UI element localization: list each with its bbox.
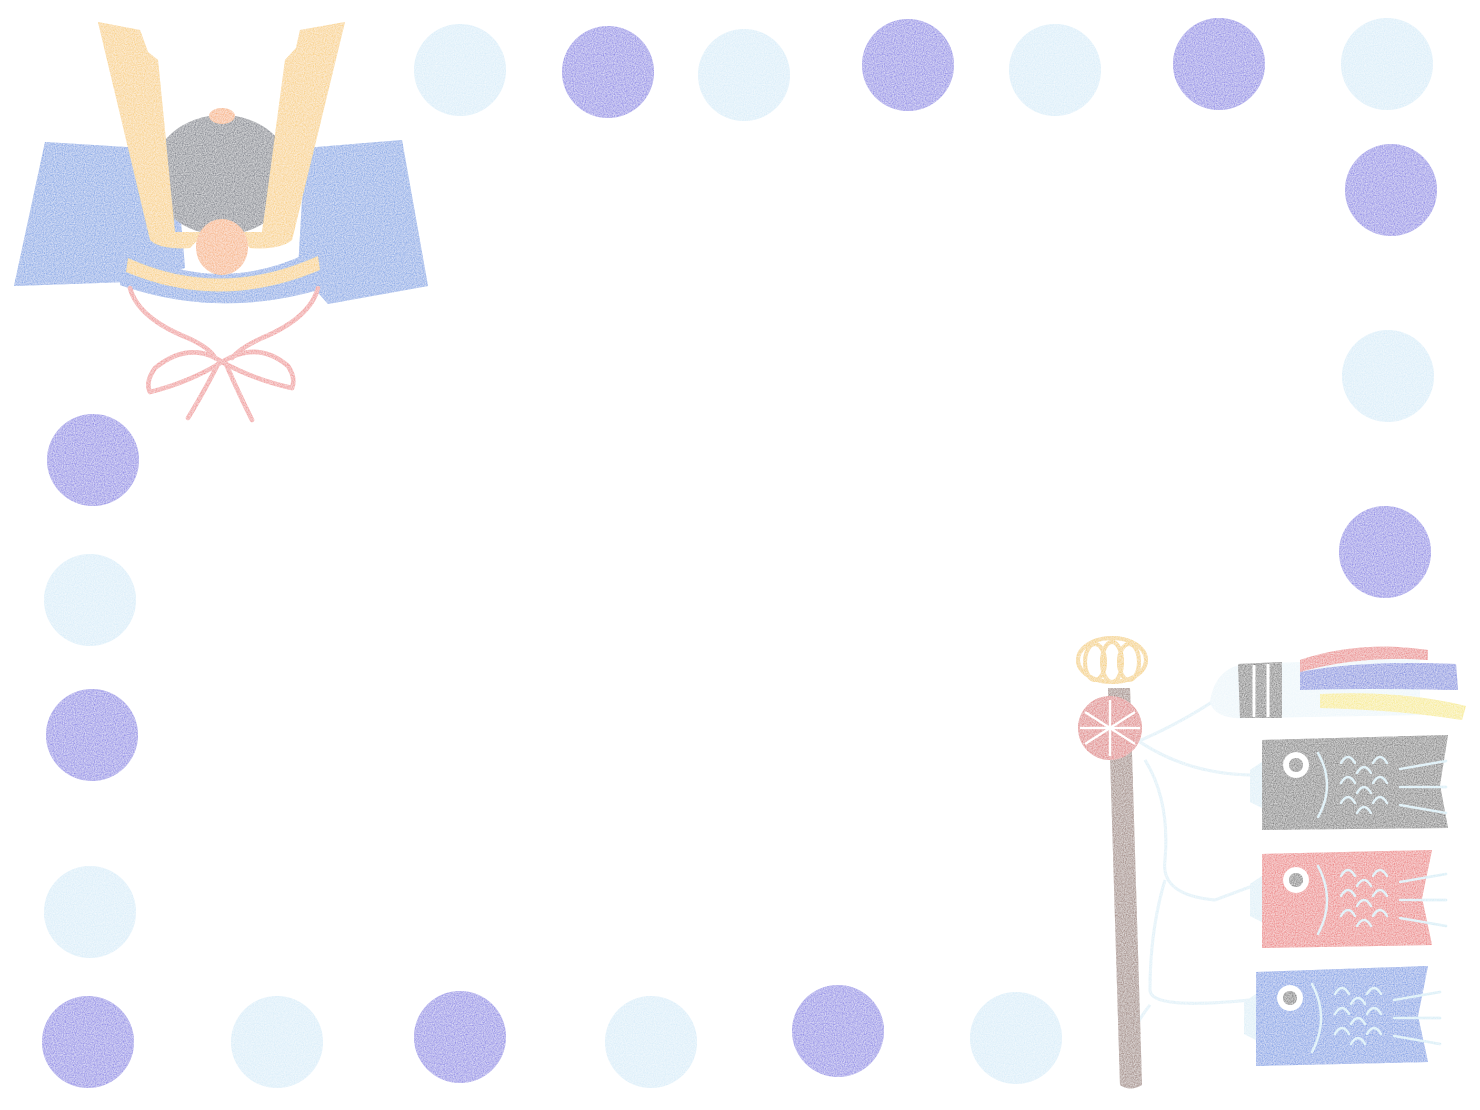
dot-light — [1342, 330, 1434, 422]
dot-light — [44, 866, 136, 958]
dot-dark — [47, 414, 139, 506]
dot-light — [970, 992, 1062, 1084]
dot-dark — [1339, 506, 1431, 598]
dot-dark — [46, 689, 138, 781]
dot-border — [42, 18, 1437, 1088]
dot-dark — [42, 996, 134, 1088]
dot-dark — [1173, 18, 1265, 110]
carp-streamer-icon — [1076, 636, 1466, 1089]
dot-dark — [562, 26, 654, 118]
dot-light — [698, 29, 790, 121]
dot-light — [605, 996, 697, 1088]
dot-dark — [792, 985, 884, 1077]
dot-light — [44, 554, 136, 646]
dot-dark — [862, 19, 954, 111]
dot-light — [1341, 18, 1433, 110]
kabuto-helmet-icon — [14, 22, 428, 423]
dot-light — [1009, 24, 1101, 116]
dot-light — [414, 24, 506, 116]
dot-dark — [414, 991, 506, 1083]
dot-dark — [1345, 144, 1437, 236]
dot-light — [231, 996, 323, 1088]
